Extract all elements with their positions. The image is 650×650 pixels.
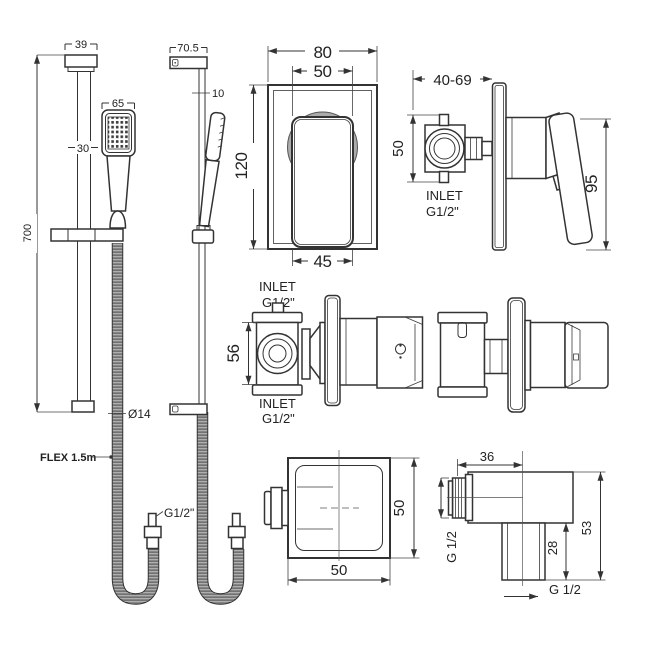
bracket-width-dim: 70.5 xyxy=(177,43,198,55)
valve-handle xyxy=(291,116,354,248)
inlet-stub-top xyxy=(438,113,450,127)
connector-hex xyxy=(464,136,483,161)
outlet-width-dim: 50 xyxy=(331,562,348,579)
outlet-connector xyxy=(263,486,289,530)
body-height-dim: 95 xyxy=(582,175,601,193)
elbow-stub xyxy=(501,522,546,581)
flex-length-label: FLEX 1.5m xyxy=(40,452,96,464)
handset-holder xyxy=(50,228,124,242)
elbow-height-dim: 53 xyxy=(579,521,594,535)
hose-thread-leader xyxy=(156,511,164,517)
hex-boss xyxy=(483,338,509,375)
shower-hose xyxy=(111,243,160,605)
cartridge-side xyxy=(339,317,378,386)
side-bottom-bracket xyxy=(169,403,208,416)
inlet-peg xyxy=(457,322,467,338)
rail-width-dim: 39 xyxy=(75,39,87,51)
outlet-thread-label: G 1/2 xyxy=(549,582,581,597)
outlet-height-dim: 50 xyxy=(391,500,408,517)
inlet-bottom-line1: INLET xyxy=(259,396,296,411)
rail-length-dim: 700 xyxy=(22,224,34,242)
handset-side xyxy=(198,111,226,228)
plate-height-dim: 120 xyxy=(232,153,251,180)
rail-bottom-foot xyxy=(71,400,95,413)
hose-connector-2 xyxy=(227,512,246,550)
inlet-bottom-line2: G1/2" xyxy=(262,411,295,426)
handle-screw-hole xyxy=(395,343,406,355)
valve-body-front-view: INLET G1/2" 56 INLET G1/2" xyxy=(224,279,311,426)
wall-outlet-front-view: 50 50 xyxy=(263,450,420,586)
inlet-stub-bottom xyxy=(438,170,450,184)
valve-faceplate-front: 80 50 120 45 xyxy=(232,43,378,271)
flex-leader-dot xyxy=(109,455,113,459)
flange-top-b xyxy=(437,311,488,324)
body-flange-bottom xyxy=(251,384,303,396)
inlet-label-line1: INLET xyxy=(426,188,463,203)
inlet-top-line1: INLET xyxy=(259,279,296,294)
inlet-thread-label: G 1/2 xyxy=(444,531,459,563)
slide-rail-front-view: G1/2" 39 700 30 65 xyxy=(22,39,194,605)
elbow-length-dim: 36 xyxy=(480,449,494,464)
head-width-dim: 65 xyxy=(112,98,124,110)
body-length-dim: 56 xyxy=(224,345,243,363)
body-flange-top xyxy=(251,311,303,324)
handle-width-top-dim: 50 xyxy=(314,62,332,81)
slide-rail-side-view: 70.5 10 xyxy=(169,43,246,605)
body-inlet-stub xyxy=(271,302,285,314)
shower-hose-side xyxy=(196,412,245,605)
threaded-inlet xyxy=(447,477,467,519)
wall-outlet-side-view: 36 G 1/2 53 28 G 1/2 xyxy=(438,449,606,600)
spray-face xyxy=(107,116,130,150)
stub-height-dim: 28 xyxy=(545,541,560,555)
cartridge-b xyxy=(529,321,566,389)
rail-top-bracket xyxy=(64,54,98,68)
hose-connector xyxy=(143,512,162,550)
hose-thread-label: G1/2" xyxy=(164,506,194,520)
handle-width-bottom-dim: 45 xyxy=(314,252,332,271)
depth-range-dim: 40-69 xyxy=(433,72,471,89)
handset-holder-cup xyxy=(191,225,215,244)
handset-handle xyxy=(106,155,131,212)
rail-depth-dim: 30 xyxy=(77,143,89,155)
flange-bottom-b xyxy=(437,386,488,398)
lever-handle xyxy=(548,112,593,246)
wall-plate xyxy=(491,82,507,251)
hose-diameter-dim: Ø14 xyxy=(128,407,151,421)
inlet-label-line2: G1/2" xyxy=(426,204,459,219)
valve-body-side-view xyxy=(309,294,424,407)
rail-thickness-dim: 10 xyxy=(212,88,224,100)
valve-body-top-view xyxy=(437,297,609,413)
lever-top-view xyxy=(564,321,609,389)
handle-end-cone xyxy=(109,210,127,229)
side-top-bracket xyxy=(169,56,208,70)
plate-width-dim: 80 xyxy=(314,43,332,62)
body-b xyxy=(439,322,486,388)
valve-side-view: 50 40-69 INLET G1/2" 95 xyxy=(390,70,611,251)
handle-end-square xyxy=(376,316,424,389)
inlet-spacing-dim: 50 xyxy=(390,140,407,157)
handset-front xyxy=(101,109,136,229)
